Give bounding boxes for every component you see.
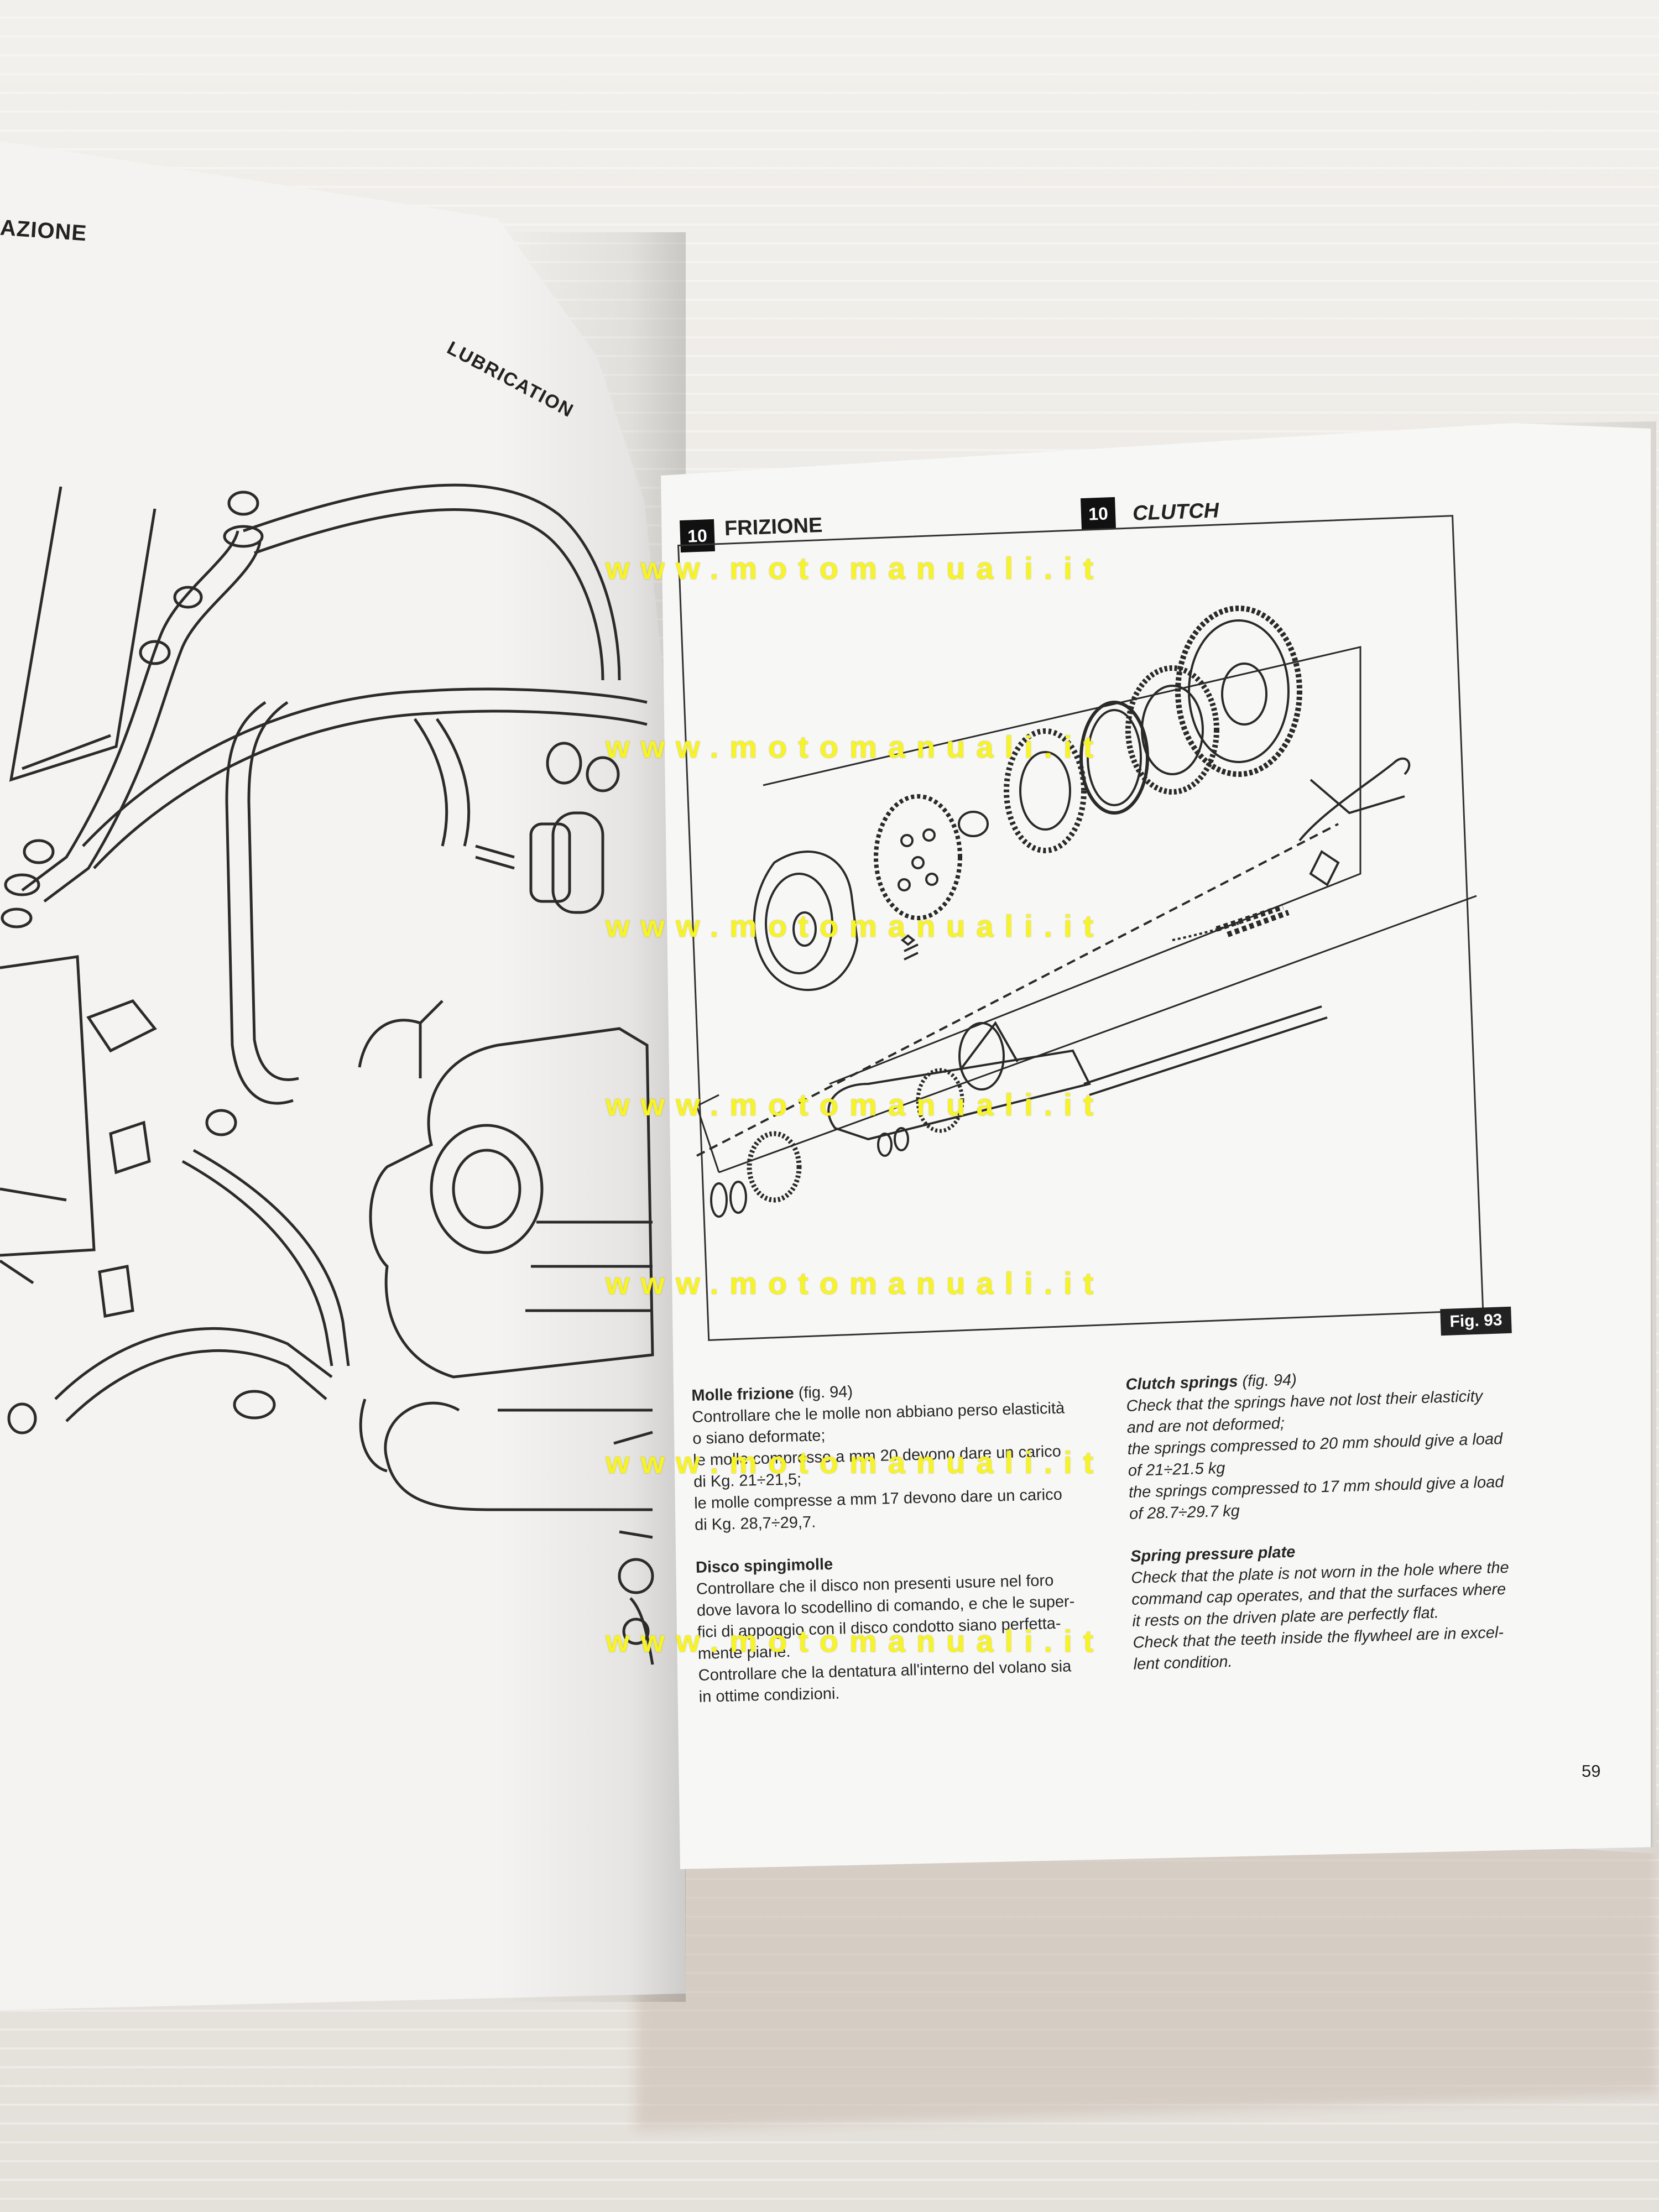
watermark: www.motomanuali.it [606, 729, 1105, 764]
right-page [661, 423, 1651, 1869]
italian-heading-springs: Molle frizione [691, 1384, 795, 1405]
figure-label: Fig. 93 [1440, 1306, 1512, 1336]
watermark: www.motomanuali.it [606, 1445, 1105, 1480]
watermark: www.motomanuali.it [606, 909, 1105, 943]
gutter-shadow [498, 232, 686, 2002]
left-page [0, 141, 686, 2010]
page-number: 59 [1582, 1761, 1601, 1781]
section-title-it: FRIZIONE [724, 513, 823, 541]
watermark: www.motomanuali.it [606, 1624, 1105, 1658]
section-title-en: CLUTCH [1132, 499, 1219, 525]
italian-fig-ref: (fig. 94) [798, 1383, 853, 1402]
watermark: www.motomanuali.it [606, 1087, 1105, 1122]
clutch-exploded-diagram [696, 606, 1477, 1218]
section-number-badge-en: 10 [1081, 497, 1116, 531]
lubrication-diagram [0, 483, 654, 1665]
english-heading-springs: Clutch springs [1125, 1373, 1238, 1394]
watermark: www.motomanuali.it [606, 551, 1105, 586]
english-fig-ref: (fig. 94) [1242, 1371, 1297, 1391]
watermark: www.motomanuali.it [606, 1266, 1105, 1301]
english-text-column: Clutch springs (fig. 94) Check that the … [1125, 1364, 1511, 1676]
